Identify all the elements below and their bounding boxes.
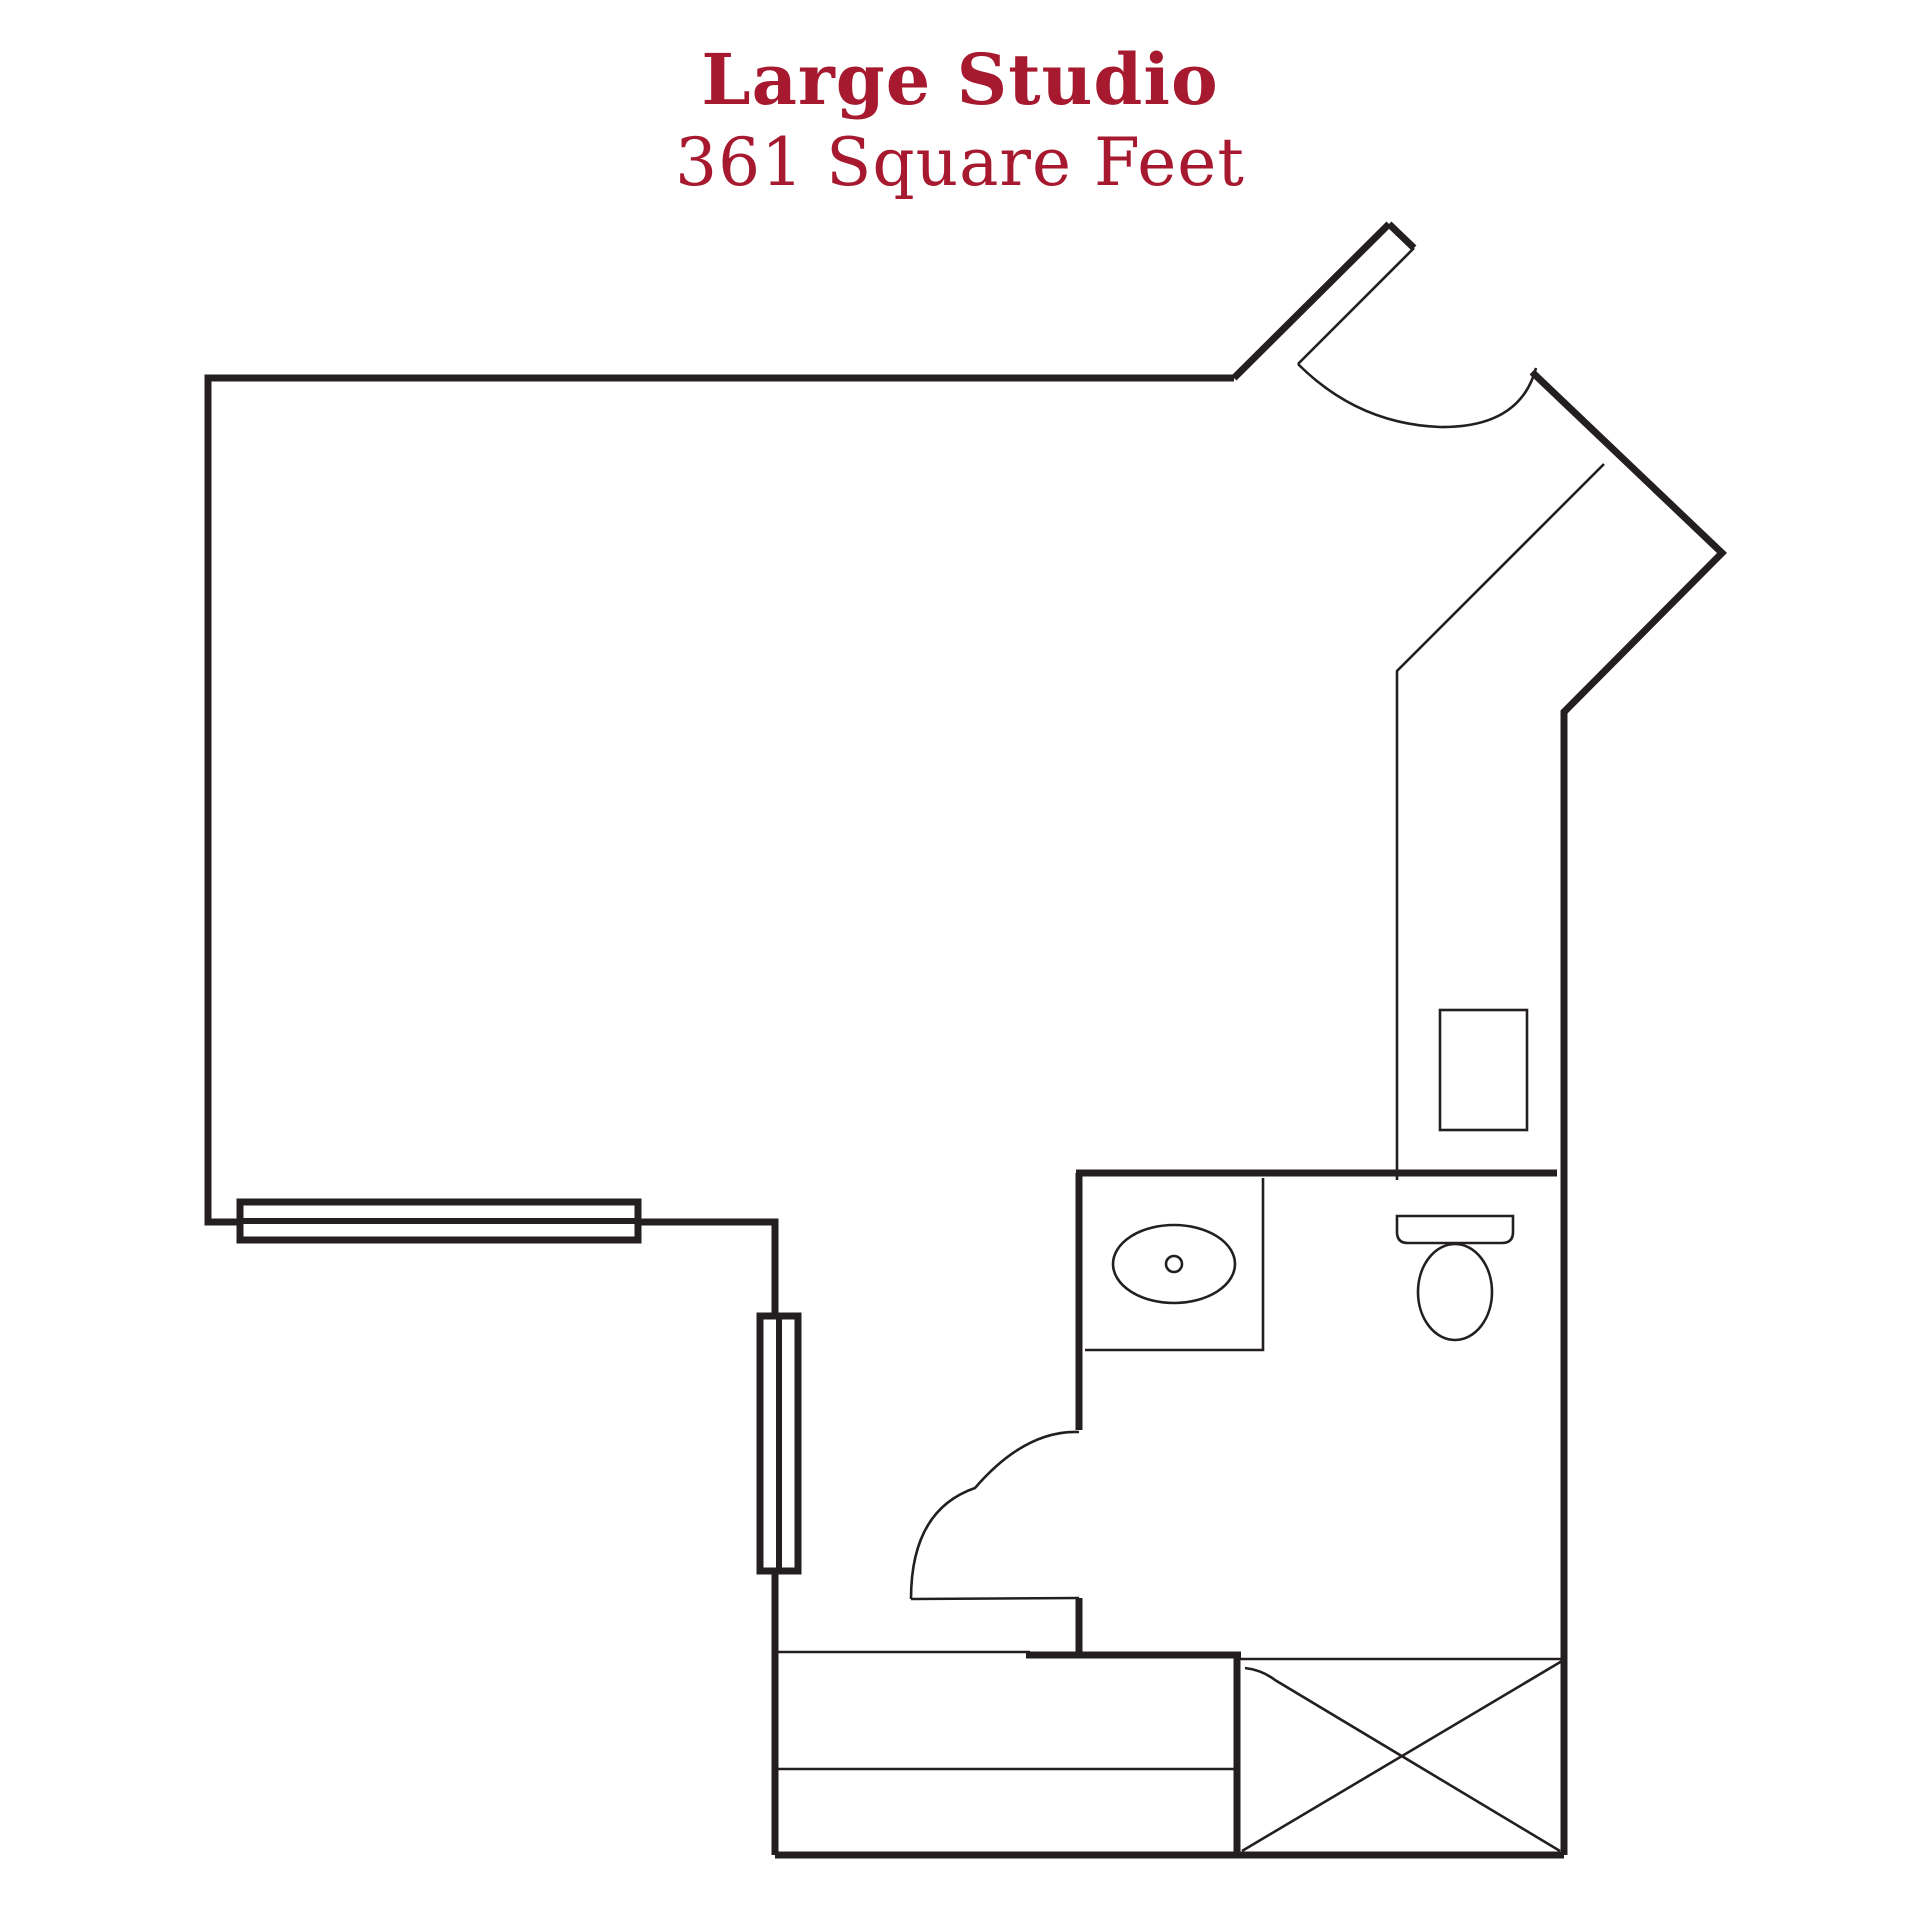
main-room-wall <box>204 374 1234 1226</box>
vanity-counter <box>1085 1178 1265 1352</box>
plan-area: 361 Square Feet <box>675 124 1245 201</box>
toilet-tank <box>1395 1214 1515 1245</box>
kitchen-counter-edge <box>1395 463 1605 1180</box>
entry-door <box>1297 247 1538 429</box>
shower-cross-b <box>1241 1659 1563 1853</box>
shower-cross-a <box>1244 1666 1561 1853</box>
sink-drain <box>1164 1254 1184 1274</box>
entry-door-swing-arc <box>1297 363 1538 429</box>
bathroom-door-swing-arc <box>909 1430 1080 1600</box>
sink-basin <box>1111 1223 1237 1305</box>
bathroom <box>909 1169 1564 1855</box>
entry-door-stub <box>1386 221 1417 251</box>
plan-title: Large Studio <box>701 38 1219 121</box>
entry-door-leaf <box>1297 247 1415 365</box>
entry-right-diagonal-wall <box>1529 369 1728 1855</box>
bathroom-door-leaf <box>910 1596 1080 1601</box>
window-side <box>756 1312 802 1575</box>
entry-left-diagonal-wall <box>1231 221 1392 381</box>
main-room-lower-wall <box>638 1218 779 1315</box>
toilet-bowl <box>1416 1242 1494 1342</box>
window-bottom-left <box>236 1198 642 1244</box>
exterior-walls <box>204 221 1728 1859</box>
closet <box>778 1650 1234 1771</box>
kitchen-appliance <box>1438 1008 1529 1132</box>
